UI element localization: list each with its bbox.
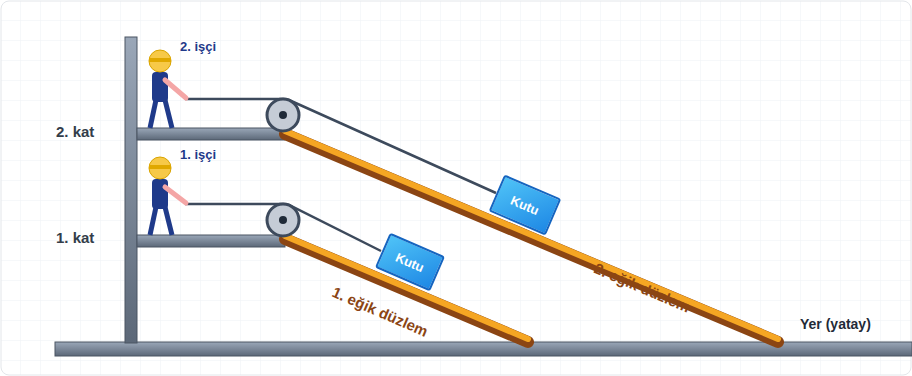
floor-1 (137, 235, 285, 247)
floor-2 (137, 128, 285, 140)
pulley-axle (279, 216, 287, 224)
text-label: 2. işçi (180, 39, 216, 54)
worker-2 (149, 50, 186, 128)
incline-2-top (285, 131, 778, 339)
box-label: Kutu (508, 192, 541, 217)
text-label: 2. kat (56, 123, 94, 140)
incline-1-top (285, 236, 528, 339)
rope-1 (185, 204, 381, 251)
pulley-axle (279, 111, 287, 119)
wall (125, 37, 137, 343)
text-label: 1. işçi (180, 147, 216, 162)
pulley-2 (267, 99, 299, 131)
box-label: Kutu (393, 249, 426, 275)
rope-2 (185, 99, 496, 193)
text-label: 1. kat (56, 229, 94, 246)
text-label: Yer (yatay) (800, 316, 871, 332)
worker-1 (149, 157, 186, 235)
pulley-1 (267, 204, 299, 236)
